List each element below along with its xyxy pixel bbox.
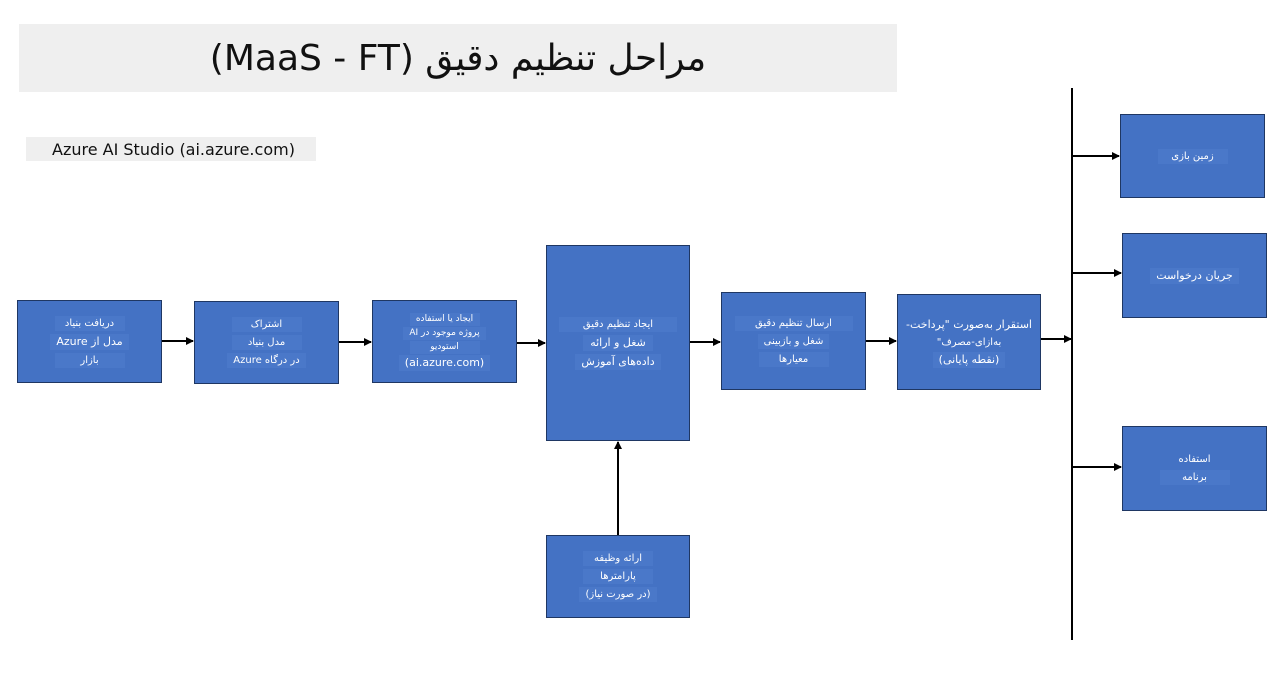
step-subscribe-model: اشتراک مدل بنیاد در درگاه Azure (194, 301, 339, 384)
step4-line3: داده‌های آموزش (575, 353, 661, 370)
params-line1: ارائه وظیفه (583, 551, 653, 566)
step1-line2: مدل از Azure (50, 333, 129, 350)
app-line1: استفاده (1178, 454, 1211, 465)
step2-line1: اشتراک (231, 317, 302, 332)
step2-line3: در درگاه Azure (227, 353, 306, 368)
output-playground: زمین بازی (1120, 114, 1265, 198)
step-task-parameters: ارائه وظیفه پارامترها (در صورت نیاز) (546, 535, 690, 618)
step2-line2: مدل بنیاد (231, 335, 302, 350)
step6-line2: به‌ازای-مصرف" (936, 336, 1002, 348)
title-banner: مراحل تنظیم دقیق (MaaS - FT) (19, 24, 897, 92)
output-prompt-flow: جریان درخواست (1122, 233, 1267, 318)
step-deploy-endpoint: استقرار به‌صورت "پرداخت- به‌ازای-مصرف" (… (897, 294, 1041, 390)
diagram-title: مراحل تنظیم دقیق (MaaS - FT) (209, 37, 707, 79)
params-line3: (در صورت نیاز) (579, 587, 657, 602)
step4-line2: شغل و ارائه (583, 334, 653, 351)
diagram-subtitle: Azure AI Studio (ai.azure.com) (26, 137, 316, 161)
output-application: استفاده برنامه (1122, 426, 1267, 511)
step3-line1: ایجاد یا استفاده (409, 312, 480, 326)
step1-line3: بازار (54, 352, 125, 368)
step-submit-job: ارسال تنظیم دقیق شغل و بازبینی معیارها (721, 292, 866, 390)
params-line2: پارامترها (583, 569, 653, 584)
step5-line3: معیارها (758, 351, 829, 367)
step6-line1: استقرار به‌صورت "پرداخت- (906, 317, 1032, 331)
step3-line2: پروژه موجود در AI (403, 326, 486, 340)
step4-line1: ایجاد تنظیم دقیق (559, 316, 677, 332)
step-get-foundation-model: دریافت بنیاد مدل از Azure بازار (17, 300, 162, 383)
step-create-project: ایجاد یا استفاده پروژه موجود در AI استود… (372, 300, 517, 383)
step-create-finetune-job: ایجاد تنظیم دقیق شغل و ارائه داده‌های آم… (546, 245, 690, 441)
step5-line1: ارسال تنظیم دقیق (734, 315, 853, 331)
step5-line2: شغل و بازبینی (757, 333, 830, 349)
flow-label: جریان درخواست (1150, 267, 1239, 284)
app-line2: برنامه (1159, 470, 1230, 485)
step1-line1: دریافت بنیاد (54, 315, 125, 331)
step6-line3: (نقطه پایانی) (932, 351, 1006, 368)
playground-label: زمین بازی (1157, 148, 1228, 164)
step3-line4: (ai.azure.com) (398, 354, 491, 371)
step3-line3: استودیو (409, 340, 480, 354)
